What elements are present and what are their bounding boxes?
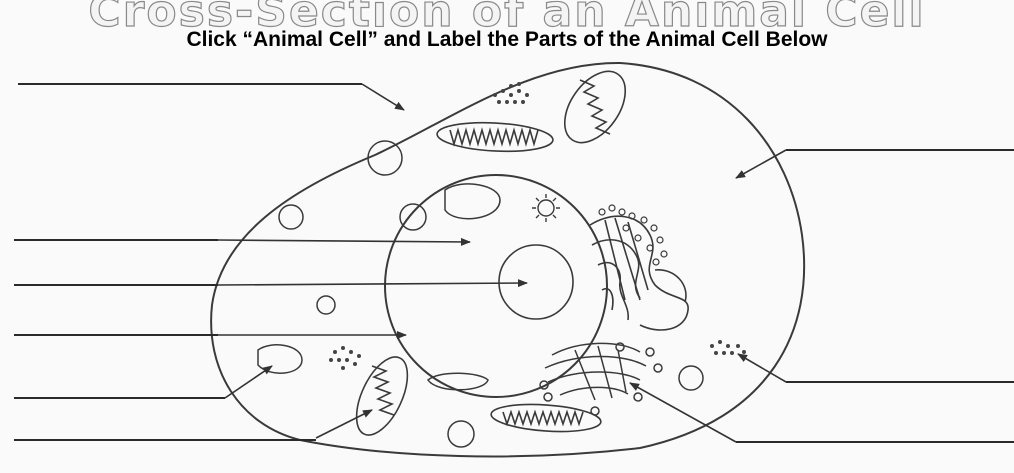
instruction-text: Click “Animal Cell” and Label the Parts … <box>0 28 1014 52</box>
pointer-nucleolus <box>218 283 527 285</box>
pointer-ribosomes <box>738 354 786 382</box>
pointer-cell-membrane <box>362 84 404 110</box>
pointer-vacuole <box>225 366 272 398</box>
instruction-suffix: and Label the Parts of the Animal Cell B… <box>378 28 828 51</box>
centrosome <box>532 194 560 222</box>
pointer-golgi-apparatus <box>630 383 736 442</box>
mitochondrion <box>552 60 637 153</box>
pointer-nucleus <box>218 240 470 242</box>
cell-membrane <box>211 63 804 456</box>
mitochondrion <box>490 401 602 435</box>
animal-cell-link[interactable]: “Animal Cell” <box>243 28 378 51</box>
mitochondrion <box>436 120 553 154</box>
nucleus <box>385 175 607 397</box>
nucleolus <box>499 245 573 319</box>
free-ribosomes <box>329 82 746 370</box>
endoplasmic-reticulum <box>590 216 688 330</box>
instruction-prefix: Click <box>186 28 242 51</box>
